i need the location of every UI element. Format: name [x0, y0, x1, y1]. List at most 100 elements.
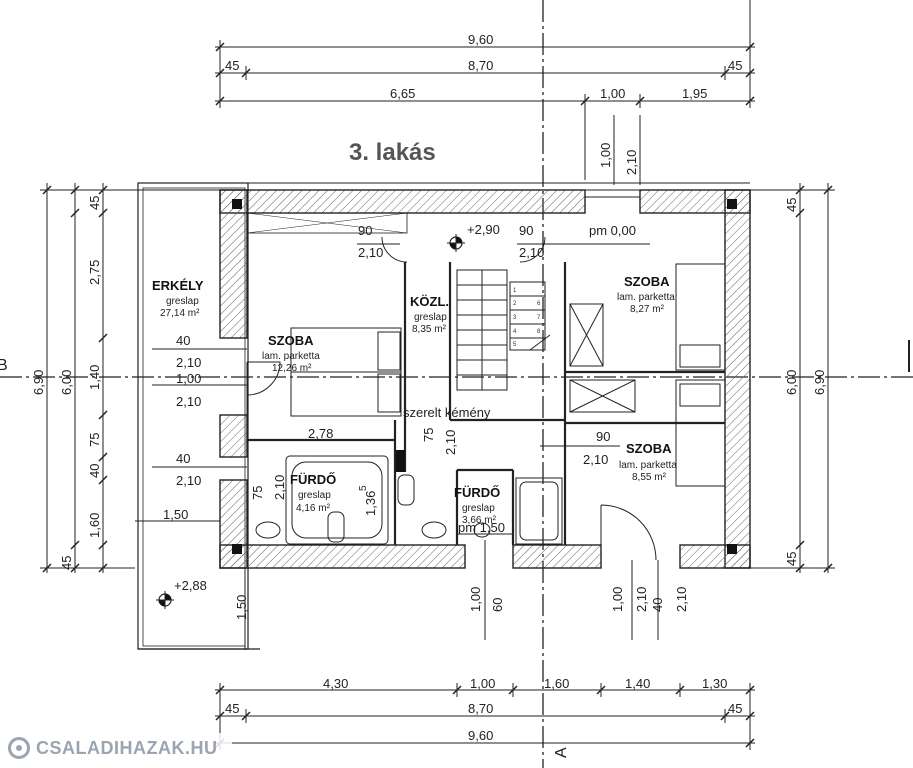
bath1-door-w: 75: [250, 486, 265, 500]
staircase: [456, 269, 551, 391]
svg-text:27,14 m²: 27,14 m²: [160, 308, 200, 319]
svg-text:greslap: greslap: [298, 490, 331, 501]
level-balcony: +2,88: [174, 578, 207, 593]
bottom-dim-seg-3: 1,60: [544, 676, 569, 691]
bottom-opening-lines: [244, 540, 659, 650]
svg-text:KÖZL.: KÖZL.: [410, 294, 449, 309]
bath1-depth: 1,36 5: [358, 485, 378, 516]
section-mark-left: B: [0, 357, 8, 374]
watermark-text: CSALADIHAZAK.HU: [36, 737, 218, 758]
left-dim-150: 1,50: [163, 507, 188, 522]
svg-text:lam. parketta: lam. parketta: [262, 351, 320, 362]
level-marker-balcony: [156, 591, 174, 609]
bottom-opening-4: 2,10: [634, 587, 649, 612]
svg-text:1,36: 1,36: [363, 491, 378, 516]
svg-text:ERKÉLY: ERKÉLY: [152, 278, 204, 293]
right-dim-seg-bottom: 45: [784, 552, 799, 566]
svg-text:SZOBA: SZOBA: [268, 333, 314, 348]
bottom-dim-left-wall: 45: [225, 701, 239, 716]
svg-text:FÜRDŐ: FÜRDŐ: [290, 472, 336, 487]
door-top-left-width: 90: [358, 223, 372, 238]
svg-text:SZOBA: SZOBA: [626, 441, 672, 456]
bottom-dim-total: 9,60: [468, 728, 493, 743]
wardrobe-diag-2: [246, 212, 408, 234]
pm-top-label: pm 0,00: [589, 223, 636, 238]
left-dim-seg-6: 1,60: [87, 513, 102, 538]
left-opening-1-height: 2,10: [176, 355, 201, 370]
svg-text:FÜRDŐ: FÜRDŐ: [454, 485, 500, 500]
svg-text:greslap: greslap: [414, 312, 447, 323]
left-opening-lines: [135, 348, 247, 522]
left-dim-seg-5: 40: [87, 464, 102, 478]
chimney-label: szerelt kémény: [403, 405, 491, 420]
room-erkely: ERKÉLY greslap 27,14 m²: [152, 278, 204, 319]
bottom-opening-6: 2,10: [674, 587, 689, 612]
left-dim-seg-4: 75: [87, 433, 102, 447]
room-szoba-1: SZOBA lam. parketta 12,26 m²: [262, 333, 320, 374]
top-window-lines: [585, 182, 640, 198]
left-opening-1-width: 40: [176, 333, 190, 348]
pm-bath-label: pm 1,50: [458, 520, 505, 535]
house-logo-icon: [8, 737, 30, 759]
svg-text:2: 2: [513, 301, 517, 307]
bottom-dim-inner: 8,70: [468, 701, 493, 716]
room-furdo-1: FÜRDŐ greslap 4,16 m²: [290, 472, 336, 514]
left-dim-inner: 6,00: [59, 370, 74, 395]
left-dim-outer: 6,90: [31, 370, 46, 395]
svg-text:6: 6: [537, 301, 541, 307]
left-opening-2-width: 1,00: [176, 371, 201, 386]
bottom-opening-3: 1,00: [610, 587, 625, 612]
svg-text:5: 5: [513, 342, 517, 348]
szoba3-door-w: 90: [596, 429, 610, 444]
outer-walls: [219, 189, 751, 569]
right-dim-outer: 6,90: [812, 370, 827, 395]
svg-text:5: 5: [358, 485, 369, 491]
bath1-door-h: 2,10: [272, 475, 287, 500]
left-dim-seg-7: 45: [59, 556, 74, 570]
win-top-v1: 1,00: [598, 143, 613, 168]
bottom-opening-5: 40: [650, 598, 665, 612]
svg-text:8,55 m²: 8,55 m²: [632, 472, 667, 483]
hall-door-h: 2,10: [443, 430, 458, 455]
wardrobe-top: [246, 212, 408, 234]
svg-text:4,16 m²: 4,16 m²: [296, 503, 331, 514]
left-dimension-lines: [40, 183, 220, 573]
hall-door-w: 75: [421, 428, 436, 442]
svg-text:lam. parketta: lam. parketta: [619, 460, 677, 471]
door-top-mid-width: 90: [519, 223, 533, 238]
svg-text:lam. parketta: lam. parketta: [617, 292, 675, 303]
room-szoba-3: SZOBA lam. parketta 8,55 m²: [619, 441, 677, 483]
level-main: +2,90: [467, 222, 500, 237]
top-dim-segment-3: 1,95: [682, 86, 707, 101]
stair-numbers: 1 2 3 4 5 6 7 8: [513, 288, 541, 348]
right-dimension-lines: [750, 183, 835, 573]
szoba3-door-h: 2,10: [583, 452, 608, 467]
room-kozl: KÖZL. greslap 8,35 m²: [410, 294, 449, 335]
svg-text:8,35 m²: 8,35 m²: [412, 324, 447, 335]
svg-text:8,27 m²: 8,27 m²: [630, 304, 665, 315]
left-dim-seg-3: 1,40: [87, 365, 102, 390]
bottom-dimension-lines: [215, 683, 755, 750]
right-dim-seg-top: 45: [784, 198, 799, 212]
top-dimension-lines: [215, 0, 755, 180]
svg-text:3: 3: [513, 315, 517, 321]
plan-title: 3. lakás: [349, 139, 436, 166]
svg-text:greslap: greslap: [166, 296, 199, 307]
bottom-dim-seg-5: 1,30: [702, 676, 727, 691]
top-dim-inner: 8,70: [468, 58, 493, 73]
svg-text:12,26 m²: 12,26 m²: [272, 363, 312, 374]
left-opening-2-height: 2,10: [176, 394, 201, 409]
hall-width: 2,78: [308, 426, 333, 441]
level-marker-main: [447, 234, 465, 252]
doors: [246, 236, 657, 568]
furniture: [255, 263, 726, 545]
bottom-dim-right-wall: 45: [728, 701, 742, 716]
bottom-dim-seg-2: 1,00: [470, 676, 495, 691]
svg-text:7: 7: [537, 315, 541, 321]
door-top-mid-height: 2,10: [519, 245, 544, 260]
top-dim-segment-2: 1,00: [600, 86, 625, 101]
top-dim-total: 9,60: [468, 32, 493, 47]
svg-text:3,66 m²: 3,66 m²: [462, 515, 497, 526]
left-opening-3-height: 2,10: [176, 473, 201, 488]
door-top-left-height: 2,10: [358, 245, 383, 260]
